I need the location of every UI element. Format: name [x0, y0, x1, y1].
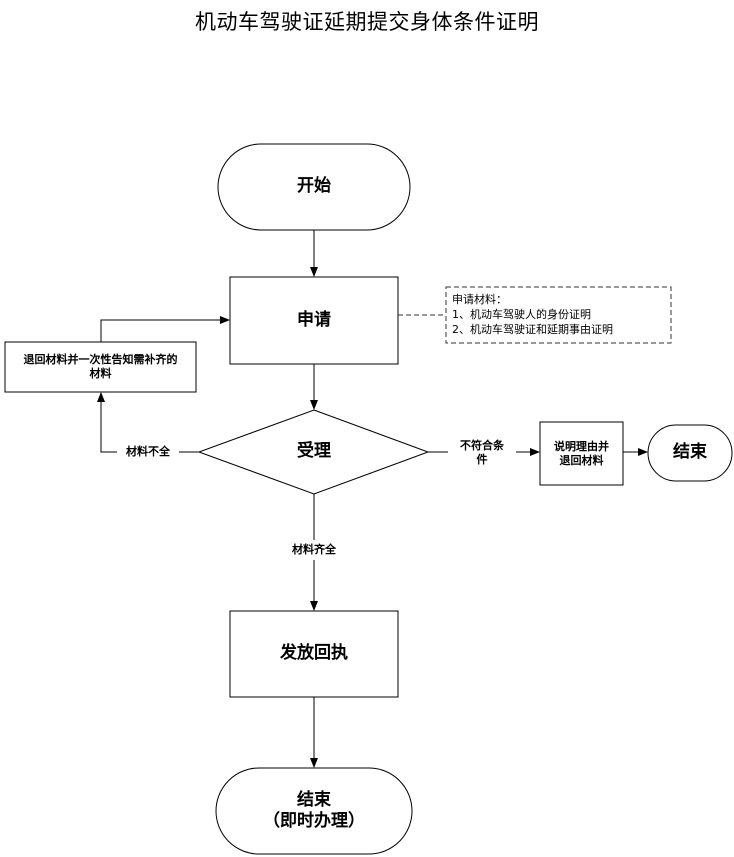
- start-label: 开始: [297, 176, 331, 197]
- edge-label-not-qualified: 不符合条 件: [460, 439, 504, 466]
- end-reject-label: 结束: [673, 442, 707, 463]
- end-immediate-terminal: [215, 767, 413, 855]
- return-materials-label: 退回材料并一次性告知需补齐的 材料: [23, 353, 178, 380]
- issue-label: 发放回执: [280, 643, 348, 664]
- materials-note-item: 1、机动车驾驶人的身份证明: [452, 308, 591, 321]
- edge-return-apply: [100, 316, 230, 342]
- issue-box: [229, 610, 399, 698]
- explain-return-box: [539, 421, 624, 486]
- end-immediate-label: 结束 （即时办理）: [263, 789, 365, 831]
- materials-note: 申请材料： 1、机动车驾驶人的身份证明 2、机动车驾驶证和延期事由证明: [452, 292, 613, 337]
- materials-note-heading: 申请材料：: [452, 293, 507, 306]
- materials-note-box: [445, 286, 672, 344]
- edge-label-incomplete: 材料不全: [126, 445, 170, 459]
- apply-label: 申请: [297, 309, 331, 330]
- explain-return-label: 说明理由并 退回材料: [554, 439, 609, 467]
- page-title: 机动车驾驶证延期提交身体条件证明: [195, 10, 539, 34]
- materials-note-item: 2、机动车驾驶证和延期事由证明: [452, 323, 613, 336]
- return-materials-box: [4, 341, 197, 393]
- end-reject-terminal: [647, 424, 733, 482]
- accept-label: 受理: [297, 441, 331, 462]
- edge-label-complete: 材料齐全: [292, 543, 336, 557]
